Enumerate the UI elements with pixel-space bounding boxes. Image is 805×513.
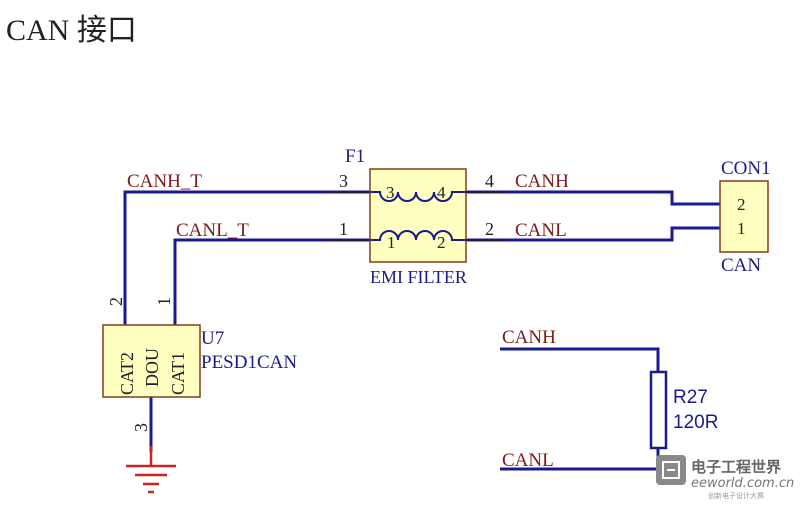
watermark-brand: 电子工程世界 [691, 458, 781, 476]
tvs-pin-2: 2 [106, 297, 126, 306]
watermark: 电子工程世界 eeworld.com.cn 创新电子设计大赛 [656, 455, 794, 500]
net-label-canh-r27: CANH [502, 327, 556, 348]
resistor-r27: R27 120R [649, 370, 718, 450]
resistor-body [649, 370, 668, 450]
wire-canh-t [123, 190, 370, 325]
filter-outer-pin-3: 3 [339, 171, 348, 191]
tvs-pin-1: 1 [154, 297, 174, 306]
resistor-designator: R27 [673, 387, 708, 408]
connector-pin-1: 1 [737, 219, 746, 238]
tvs-designator: U7 [201, 328, 224, 349]
net-label-canl-r27: CANL [502, 450, 554, 471]
filter-inner-pin-1: 1 [387, 233, 396, 252]
connector-con1: CON1 2 1 CAN [719, 158, 771, 276]
page-title: CAN 接口 [6, 14, 137, 47]
watermark-slogan: 创新电子设计大赛 [708, 491, 764, 500]
net-label-canh-t: CANH_T [127, 171, 202, 192]
filter-inner-pin-3: 3 [386, 183, 395, 202]
wire-r27-top [500, 347, 660, 372]
net-label-canh: CANH [515, 171, 569, 192]
pin-stubs [330, 191, 506, 241]
tvs-pin-3: 3 [131, 423, 151, 432]
wire-canh [466, 190, 720, 206]
tvs-u7: CAT2 DOU CAT1 2 1 3 U7 PESD1CAN [102, 297, 297, 432]
filter-value: EMI FILTER [370, 267, 467, 287]
connector-body [719, 180, 769, 253]
net-label-canl: CANL [515, 220, 567, 241]
filter-inner-pin-2: 2 [437, 233, 446, 252]
filter-designator: F1 [345, 146, 365, 167]
resistor-value: 120R [673, 412, 718, 433]
filter-coil-top [370, 191, 466, 202]
tvs-pin-name-cat1: CAT1 [168, 352, 188, 395]
connector-designator: CON1 [721, 158, 771, 179]
emi-filter-f1: F1 3 4 1 2 3 1 4 2 EMI FILTER [339, 146, 494, 287]
wires [123, 190, 720, 471]
tvs-pin-name-cat2: CAT2 [117, 352, 137, 395]
tvs-value: PESD1CAN [201, 352, 297, 373]
wire-canl [466, 226, 720, 242]
watermark-domain: eeworld.com.cn [691, 476, 794, 491]
filter-outer-pin-1: 1 [339, 219, 348, 239]
filter-outer-pin-4: 4 [485, 171, 494, 191]
ground-symbol [126, 446, 176, 494]
filter-inner-pin-4: 4 [437, 183, 446, 202]
tvs-pin-name-dou: DOU [142, 348, 162, 387]
net-label-canl-t: CANL_T [176, 220, 249, 241]
tvs-body [102, 324, 201, 398]
connector-value: CAN [721, 255, 761, 276]
wire-canl-t [173, 238, 370, 325]
net-labels: CANH_T CANL_T CANH CANL CANH CANL [127, 171, 569, 471]
filter-outer-pin-2: 2 [485, 219, 494, 239]
connector-pin-2: 2 [737, 195, 746, 214]
filter-coil-bottom [370, 230, 466, 241]
filter-body [369, 168, 467, 263]
